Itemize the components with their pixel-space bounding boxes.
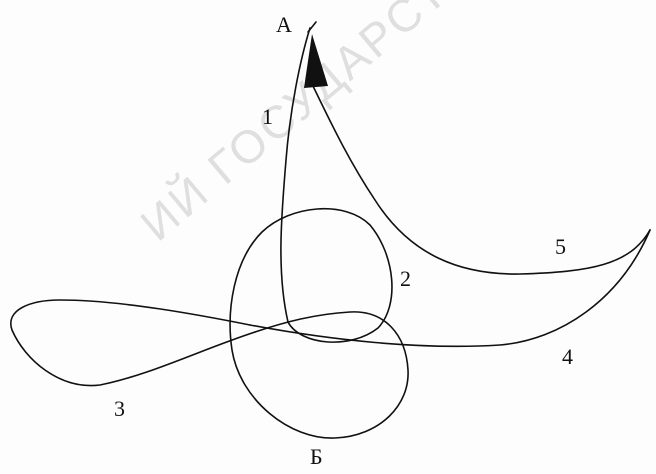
segment-2-line <box>229 207 409 439</box>
segment-3-line <box>10 299 256 387</box>
segment-3-label: 3 <box>114 396 125 421</box>
direction-arrowhead <box>304 34 328 88</box>
segment-1-line <box>280 27 311 323</box>
segment-1-label: 1 <box>262 104 273 129</box>
segment-5-line <box>309 79 651 275</box>
tip-stroke <box>307 21 317 33</box>
segment-4-label: 4 <box>562 344 573 369</box>
segment-5-label: 5 <box>555 234 566 259</box>
point-a-label: А <box>276 12 292 37</box>
segment-2-label: 2 <box>400 266 411 291</box>
point-b-label: Б <box>310 444 323 469</box>
segment-4-line <box>249 229 651 348</box>
